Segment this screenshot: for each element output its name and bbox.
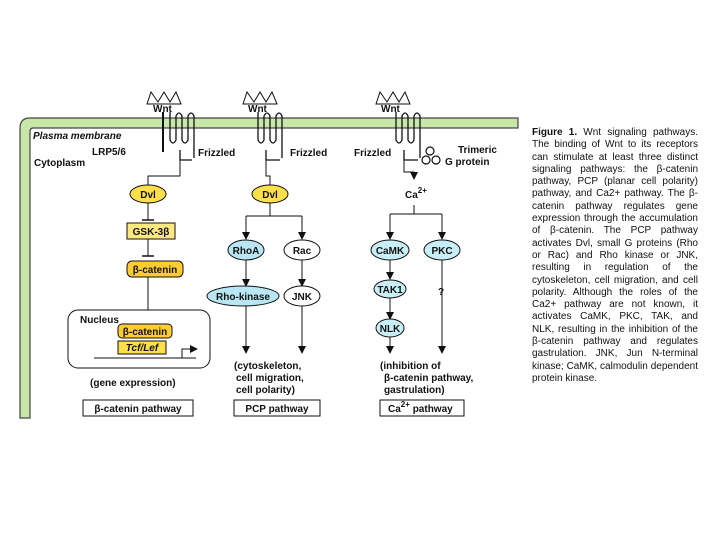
wnt-ligand-1: Wnt [146,90,182,115]
calcium-label: Ca2+ [405,186,427,201]
beta-catenin-pathway-label: β-catenin pathway [94,404,182,415]
canonical-pathway: Dvl GSK-3β β-catenin Nucleus β-catenin T… [67,160,211,417]
pkc-label: PKC [431,246,452,257]
rho-kinase-node [206,285,280,307]
rac-label: Rac [293,246,312,257]
pcp-pathway: Dvl RhoA Rac Rho-kinase JNK (cytoskeleto… [206,160,321,417]
pcp-outcome-line-1: (cytoskeleton, [234,361,301,372]
nucleus [67,309,211,369]
plasma-membrane [19,117,519,419]
tcf-lef-label: Tcf/Lef [126,343,160,354]
frizzled-label-1: Frizzled [198,148,235,159]
pcp-pathway-label: PCP pathway [245,404,309,415]
rho-kinase-label: Rho-kinase [216,292,270,303]
jnk-label: JNK [292,292,313,303]
ca-pathway-label: Ca2+ pathway [388,400,453,415]
pcp-outcome-line-2: cell migration, [236,373,304,384]
caption-title-rest: Wnt signaling pathways. [577,127,698,138]
trimeric-g-protein-icon [421,146,441,165]
nucleus-label: Nucleus [80,315,119,326]
ca-outcome-line-1: (inhibition of [380,361,441,372]
pcp-outcome-line-3: cell polarity) [236,385,295,396]
nuclear-beta-catenin-node [117,323,173,339]
nlk-label: NLK [380,324,401,335]
ca-pathway-box [379,399,465,417]
lrp-label: LRP5/6 [92,147,126,158]
frizzled-label-2: Frizzled [290,148,327,159]
beta-catenin-pathway-box [82,399,194,417]
rhoa-label: RhoA [233,246,260,257]
plasma-membrane-label: Plasma membrane [33,131,122,142]
ca-outcome-line-2: β-catenin pathway, [384,373,473,384]
tak1-label: TAK1 [377,285,403,296]
pcp-pathway-box [233,399,321,417]
caption-title: Figure 1. [532,127,578,138]
gsk3b-node [126,222,176,240]
dvl-label-pcp: Dvl [262,190,278,201]
gsk3b-label: GSK-3β [133,227,170,238]
trimeric-label: Trimeric [458,145,497,156]
nuclear-beta-catenin-label: β-catenin [123,327,167,338]
gene-expression-label: (gene expression) [90,378,176,389]
calcium-pathway: Ca2+ CaMK PKC TAK1 ? NLK (inhibition of … [370,160,473,417]
wnt-label-3: Wnt [381,104,401,115]
g-protein-label: G protein [445,157,489,168]
question-mark: ? [438,287,444,298]
wnt-ligand-2: Wnt [242,90,278,115]
caption-body: The binding of Wnt to its receptors can … [532,139,698,384]
figure-caption: Figure 1. Wnt signaling pathways. The bi… [532,127,698,385]
frizzled-label-3: Frizzled [354,148,391,159]
camk-label: CaMK [376,246,405,257]
beta-catenin-node [126,260,184,278]
beta-catenin-label: β-catenin [133,265,177,276]
ca-outcome-line-3: gastrulation) [384,385,445,396]
dvl-label-canonical: Dvl [140,190,156,201]
cytoplasm-label: Cytoplasm [34,158,85,169]
wnt-ligand-3: Wnt [375,90,411,115]
wnt-label-1: Wnt [153,104,173,115]
wnt-label-2: Wnt [248,104,268,115]
tcf-lef-node [117,340,167,355]
